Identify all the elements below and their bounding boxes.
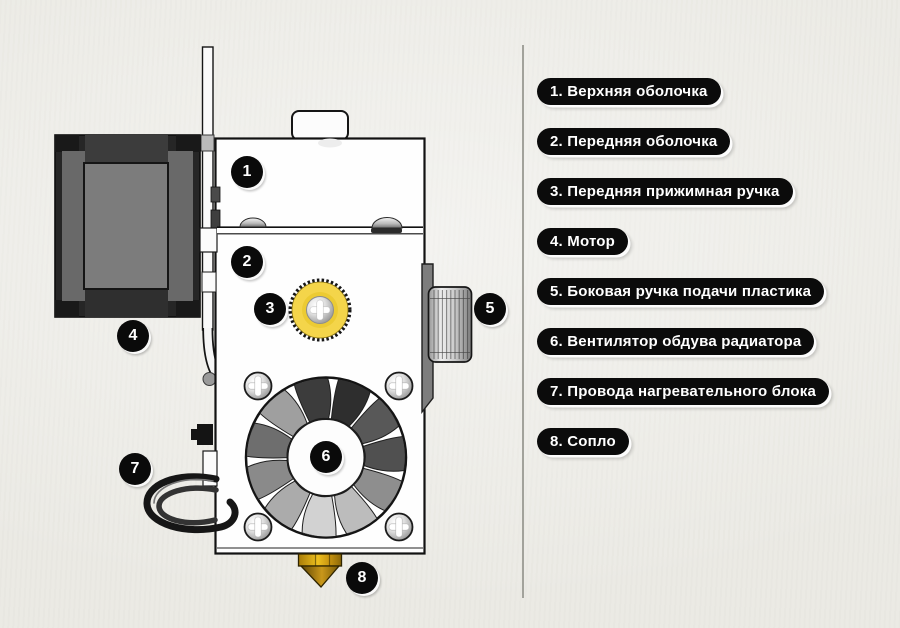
legend: 1. Верхняя оболочка 2. Передняя оболочка… xyxy=(537,78,829,455)
legend-item-4: 4. Мотор xyxy=(537,228,629,255)
top-shell-tab xyxy=(291,110,349,141)
legend-item-8: 8. Сопло xyxy=(537,428,629,455)
seam-screw xyxy=(371,217,403,229)
extruder-illustration xyxy=(54,46,473,588)
shell-seam xyxy=(217,217,423,235)
legend-item-5: 5. Боковая ручка подачи пластика xyxy=(537,278,825,305)
legend-item-6: 6. Вентилятор обдува радиатора xyxy=(537,328,815,355)
legend-item-1: 1. Верхняя оболочка xyxy=(537,78,721,105)
callout-marker-5: 5 xyxy=(474,293,506,325)
seam-screw xyxy=(239,217,267,228)
callout-marker-4: 4 xyxy=(117,320,149,352)
fan-screw xyxy=(243,512,273,542)
callout-marker-2: 2 xyxy=(231,246,263,278)
callout-marker-3: 3 xyxy=(254,293,286,325)
fan-screw xyxy=(243,371,273,401)
callout-marker-7: 7 xyxy=(119,453,151,485)
wire-clip xyxy=(191,424,213,445)
side-feed-knob xyxy=(427,286,473,363)
fan-screw xyxy=(384,512,414,542)
front-clamp-knob xyxy=(288,278,352,342)
legend-item-2: 2. Передняя оболочка xyxy=(537,128,731,155)
fan-screw xyxy=(384,371,414,401)
legend-item-7: 7. Провода нагревательного блока xyxy=(537,378,829,405)
divider-line xyxy=(522,45,524,598)
callout-marker-6: 6 xyxy=(310,441,342,473)
callout-marker-1: 1 xyxy=(231,156,263,188)
bracket-pin xyxy=(202,372,217,386)
callout-marker-8: 8 xyxy=(346,562,378,594)
heater-wires xyxy=(143,473,239,534)
brass-nozzle xyxy=(297,553,343,588)
stepper-motor xyxy=(54,134,201,318)
legend-item-3: 3. Передняя прижимная ручка xyxy=(537,178,793,205)
